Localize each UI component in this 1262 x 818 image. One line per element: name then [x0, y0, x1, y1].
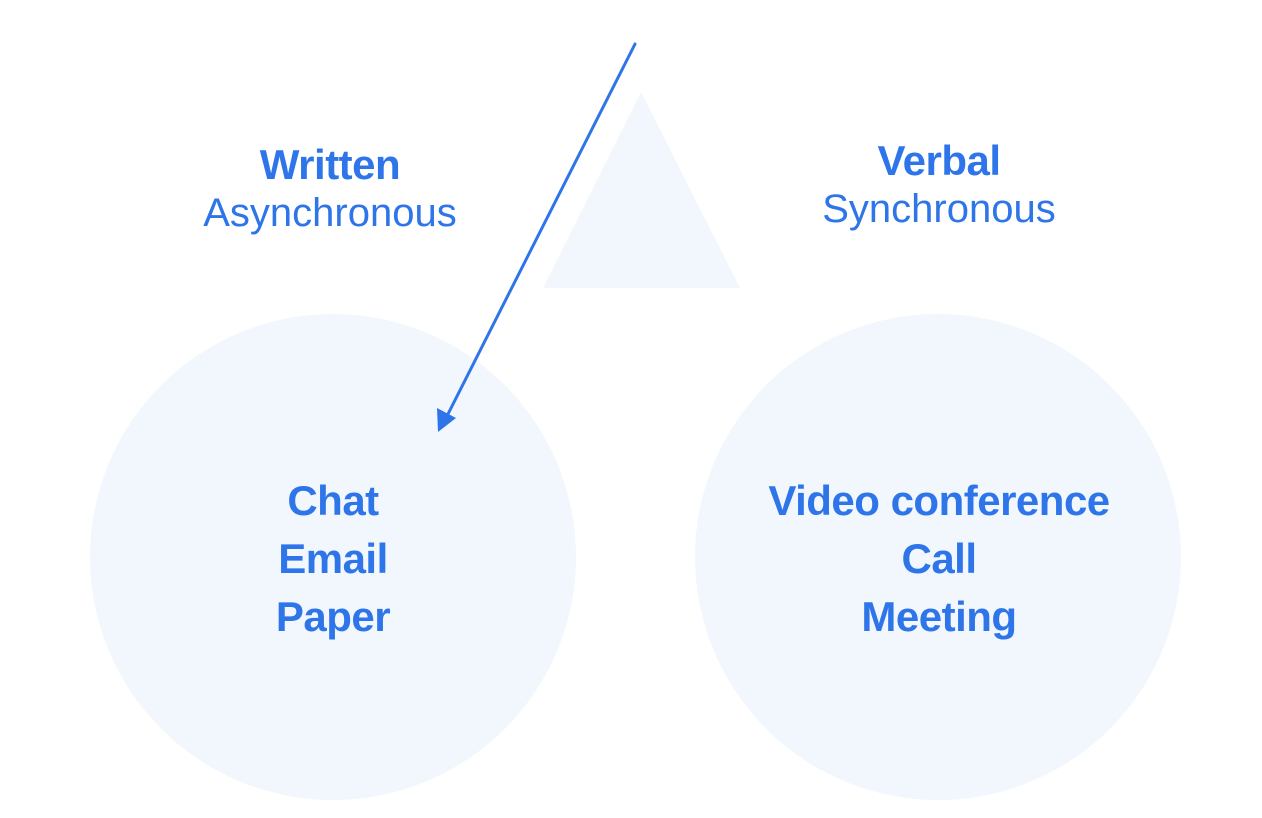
arrow-head-icon [437, 408, 456, 432]
verbal-item-call: Call [901, 535, 977, 582]
written-item-paper: Paper [275, 593, 391, 640]
written-item-email: Email [278, 535, 388, 582]
arrow-line [444, 42, 637, 420]
verbal-item-list: Video conference Call Meeting [689, 472, 1189, 646]
written-label: Written Asynchronous [130, 140, 530, 237]
written-subtitle: Asynchronous [203, 190, 457, 235]
written-circle [90, 314, 576, 800]
written-title: Written [259, 141, 401, 188]
written-item-chat: Chat [287, 477, 379, 524]
verbal-item-meeting: Meeting [861, 593, 1017, 640]
verbal-item-video-conference: Video conference [768, 477, 1110, 524]
triangle-shape [543, 92, 740, 288]
verbal-title: Verbal [877, 137, 1001, 184]
verbal-subtitle: Synchronous [822, 186, 1056, 231]
verbal-label: Verbal Synchronous [739, 136, 1139, 233]
verbal-circle [695, 314, 1181, 800]
written-item-list: Chat Email Paper [133, 472, 533, 646]
